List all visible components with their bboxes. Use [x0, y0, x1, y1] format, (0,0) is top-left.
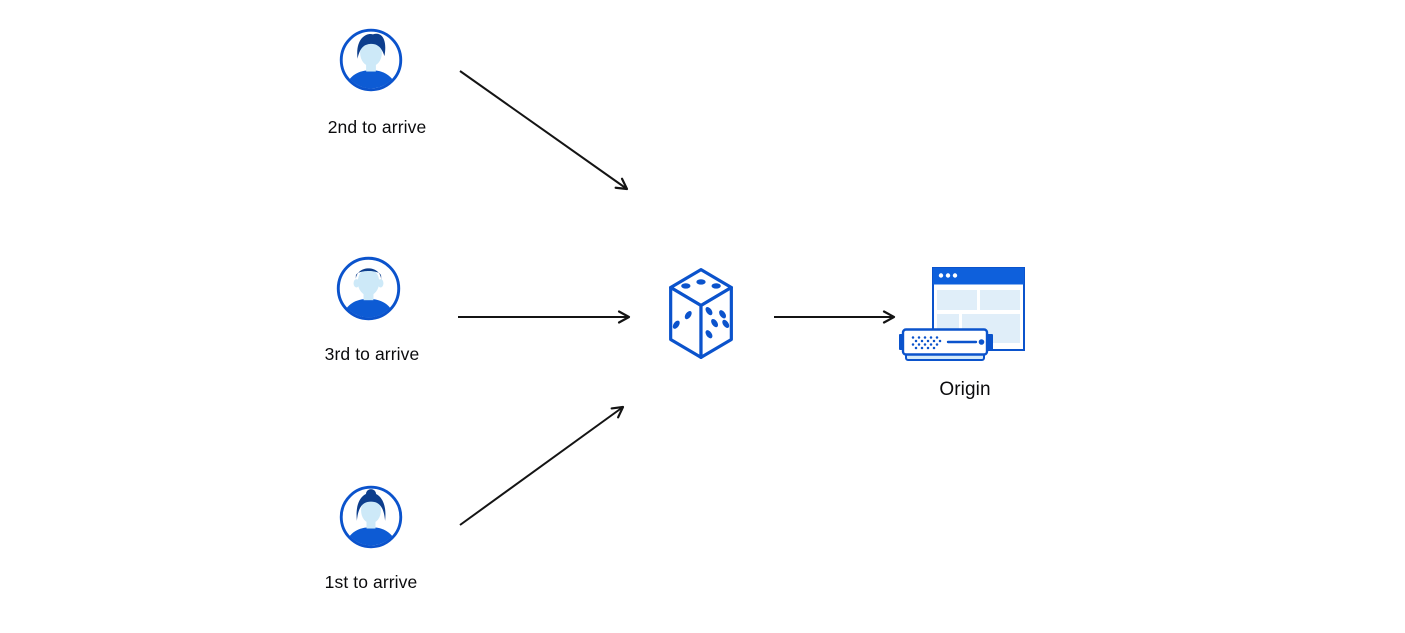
- dice-icon: [669, 267, 733, 360]
- visitor-1st-label: 1st to arrive: [324, 572, 418, 592]
- visitor-2nd-label: 2nd to arrive: [327, 117, 427, 137]
- arrow-visitor-2nd-to-selector: [459, 70, 629, 191]
- visitor-3rd-label: 3rd to arrive: [324, 344, 420, 364]
- user-avatar-icon: [339, 485, 403, 549]
- user-avatar-icon: [336, 256, 401, 321]
- user-avatar-icon: [339, 28, 403, 92]
- server-dot-lattice: [911, 336, 942, 350]
- server-icon: [899, 328, 993, 361]
- arrow-visitor-1st-to-selector: [459, 405, 625, 526]
- origin-label: Origin: [939, 379, 991, 400]
